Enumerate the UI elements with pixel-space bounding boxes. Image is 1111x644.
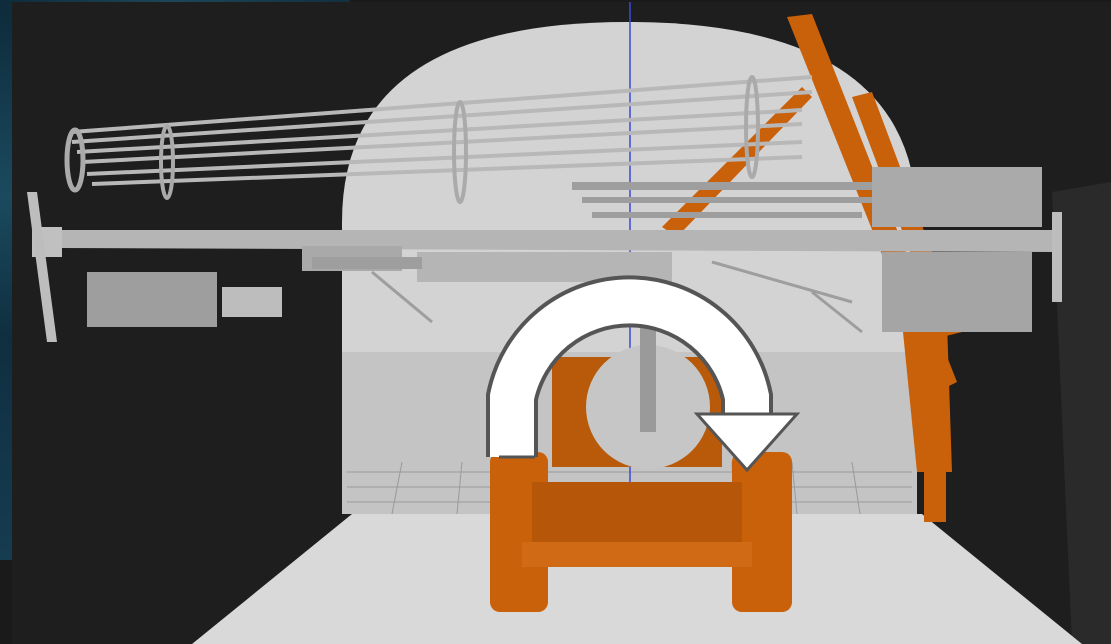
drill-rods bbox=[71, 75, 813, 186]
rotate-clockwise-icon[interactable] bbox=[486, 275, 801, 473]
left-disc bbox=[27, 192, 57, 342]
rod-holder-ring-2 bbox=[159, 124, 175, 200]
right-wall bbox=[1052, 182, 1111, 644]
rod-holder-ring-3 bbox=[452, 100, 468, 204]
feed-assembly bbox=[87, 182, 872, 327]
rod-holder-ring bbox=[64, 127, 86, 193]
scene-canvas[interactable] bbox=[12, 2, 1111, 644]
right-disc bbox=[1052, 212, 1062, 302]
floor bbox=[192, 514, 1082, 644]
rod-holder-ring-4 bbox=[744, 75, 760, 179]
3d-viewport[interactable] bbox=[12, 2, 1111, 644]
support-struts bbox=[371, 260, 863, 334]
drum-spindle bbox=[640, 322, 656, 432]
